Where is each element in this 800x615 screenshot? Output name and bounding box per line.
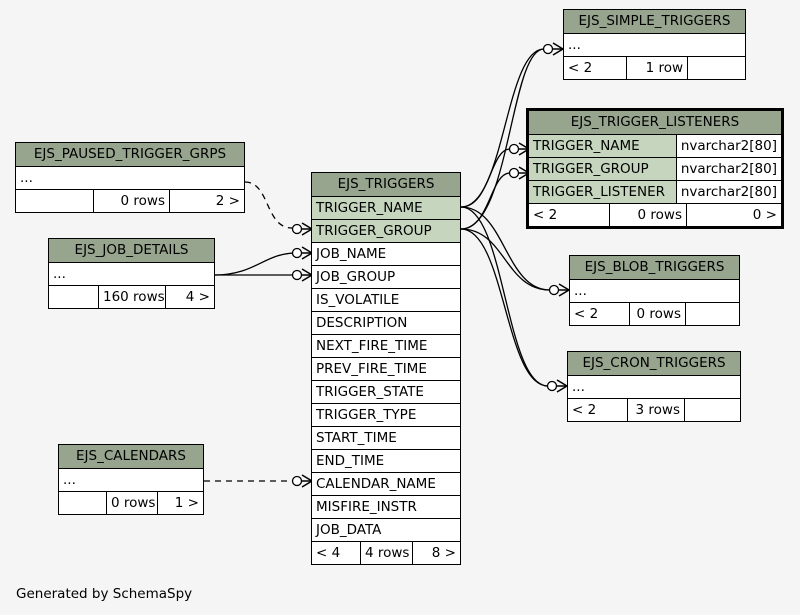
table-footer: < 2 3 rows: [568, 398, 740, 421]
table-footer: < 2 0 rows 0 >: [529, 203, 781, 226]
parents-count[interactable]: < 4: [316, 545, 341, 561]
edge-blob-2: [460, 228, 551, 291]
table-ejs-paused-trigger-grps[interactable]: EJS_PAUSED_TRIGGER_GRPS ... 0 rows 2 >: [15, 142, 245, 213]
column-type: nvarchar2[80]: [675, 181, 781, 203]
column-type: nvarchar2[80]: [675, 135, 781, 157]
column-type: nvarchar2[80]: [675, 158, 781, 180]
edge-paused-grps: [244, 181, 293, 229]
table-header[interactable]: EJS_TRIGGERS: [312, 173, 460, 196]
children-count[interactable]: 1 >: [157, 492, 203, 514]
table-header[interactable]: EJS_BLOB_TRIGGERS: [570, 256, 739, 279]
parents-count[interactable]: < 2: [572, 402, 597, 418]
table-footer: 0 rows 1 >: [59, 491, 203, 514]
parents-count[interactable]: < 2: [568, 60, 593, 76]
table-ejs-calendars[interactable]: EJS_CALENDARS ... 0 rows 1 >: [58, 444, 204, 515]
table-ejs-cron-triggers[interactable]: EJS_CRON_TRIGGERS ... < 2 3 rows: [567, 351, 741, 422]
children-count[interactable]: [687, 57, 745, 79]
column-row[interactable]: TRIGGER_GROUP nvarchar2[80]: [529, 157, 781, 180]
row-count: 0 rows: [609, 204, 686, 226]
table-footer: < 2 0 rows: [570, 302, 739, 325]
parents-count[interactable]: < 2: [533, 207, 558, 223]
table-header[interactable]: EJS_JOB_DETAILS: [49, 239, 214, 262]
column-name: TRIGGER_NAME: [533, 138, 640, 154]
edge-cron-1: [460, 206, 549, 387]
table-footer: < 2 1 row: [564, 56, 745, 79]
table-footer: 160 rows 4 >: [49, 285, 214, 308]
parents-count[interactable]: [49, 286, 98, 308]
column-trigger-type[interactable]: TRIGGER_TYPE: [312, 403, 460, 426]
table-ellipsis: ...: [59, 468, 203, 491]
column-end-time[interactable]: END_TIME: [312, 449, 460, 472]
column-is-volatile[interactable]: IS_VOLATILE: [312, 288, 460, 311]
table-header[interactable]: EJS_TRIGGER_LISTENERS: [529, 111, 781, 134]
column-trigger-state[interactable]: TRIGGER_STATE: [312, 380, 460, 403]
column-job-name[interactable]: JOB_NAME: [312, 242, 460, 265]
table-ellipsis: ...: [570, 279, 739, 302]
table-ejs-blob-triggers[interactable]: EJS_BLOB_TRIGGERS ... < 2 0 rows: [569, 255, 740, 326]
parents-count[interactable]: [59, 492, 106, 514]
row-count: 160 rows: [98, 286, 165, 308]
row-count: 0 rows: [106, 492, 157, 514]
column-calendar-name[interactable]: CALENDAR_NAME: [312, 472, 460, 495]
edge-job-1: [214, 252, 297, 276]
edge-blob-1: [460, 206, 551, 291]
edge-listeners-group: [460, 172, 511, 230]
table-header[interactable]: EJS_CRON_TRIGGERS: [568, 352, 740, 375]
children-count[interactable]: 0 >: [686, 204, 781, 226]
column-job-group[interactable]: JOB_GROUP: [312, 265, 460, 288]
column-description[interactable]: DESCRIPTION: [312, 311, 460, 334]
row-count: 0 rows: [93, 190, 169, 212]
edge-cron-2: [460, 228, 549, 387]
table-ejs-simple-triggers[interactable]: EJS_SIMPLE_TRIGGERS ... < 2 1 row: [563, 9, 746, 80]
children-count[interactable]: 8 >: [412, 542, 460, 564]
column-name: TRIGGER_GROUP: [533, 161, 649, 177]
table-ejs-trigger-listeners[interactable]: EJS_TRIGGER_LISTENERS TRIGGER_NAME nvarc…: [526, 108, 784, 229]
table-header[interactable]: EJS_SIMPLE_TRIGGERS: [564, 10, 745, 33]
column-trigger-group[interactable]: TRIGGER_GROUP: [312, 219, 460, 242]
column-trigger-name[interactable]: TRIGGER_NAME: [312, 196, 460, 219]
parents-count[interactable]: < 2: [574, 306, 599, 322]
children-count[interactable]: 2 >: [169, 190, 244, 212]
table-ellipsis: ...: [568, 375, 740, 398]
table-footer: 0 rows 2 >: [16, 189, 244, 212]
row-count: 3 rows: [627, 399, 684, 421]
table-header[interactable]: EJS_CALENDARS: [59, 445, 203, 468]
table-ellipsis: ...: [564, 33, 745, 56]
generated-by-caption: Generated by SchemaSpy: [16, 586, 193, 602]
table-header[interactable]: EJS_PAUSED_TRIGGER_GRPS: [16, 143, 244, 166]
column-misfire-instr[interactable]: MISFIRE_INSTR: [312, 495, 460, 518]
table-footer: < 4 4 rows 8 >: [312, 541, 460, 564]
column-job-data[interactable]: JOB_DATA: [312, 518, 460, 541]
table-ejs-job-details[interactable]: EJS_JOB_DETAILS ... 160 rows 4 >: [48, 238, 215, 309]
children-count[interactable]: [684, 399, 740, 421]
column-prev-fire-time[interactable]: PREV_FIRE_TIME: [312, 357, 460, 380]
edge-listeners-name: [460, 148, 511, 208]
children-count[interactable]: 4 >: [165, 286, 214, 308]
column-next-fire-time[interactable]: NEXT_FIRE_TIME: [312, 334, 460, 357]
row-count: 4 rows: [360, 542, 412, 564]
row-count: 0 rows: [629, 303, 685, 325]
column-row[interactable]: TRIGGER_LISTENER nvarchar2[80]: [529, 180, 781, 203]
table-ellipsis: ...: [16, 166, 244, 189]
column-name: TRIGGER_LISTENER: [533, 184, 666, 200]
children-count[interactable]: [685, 303, 739, 325]
column-row[interactable]: TRIGGER_NAME nvarchar2[80]: [529, 134, 781, 157]
row-count: 1 row: [626, 57, 687, 79]
table-ellipsis: ...: [49, 262, 214, 285]
parents-count[interactable]: [16, 190, 93, 212]
table-ejs-triggers[interactable]: EJS_TRIGGERS TRIGGER_NAME TRIGGER_GROUP …: [311, 172, 461, 565]
column-start-time[interactable]: START_TIME: [312, 426, 460, 449]
